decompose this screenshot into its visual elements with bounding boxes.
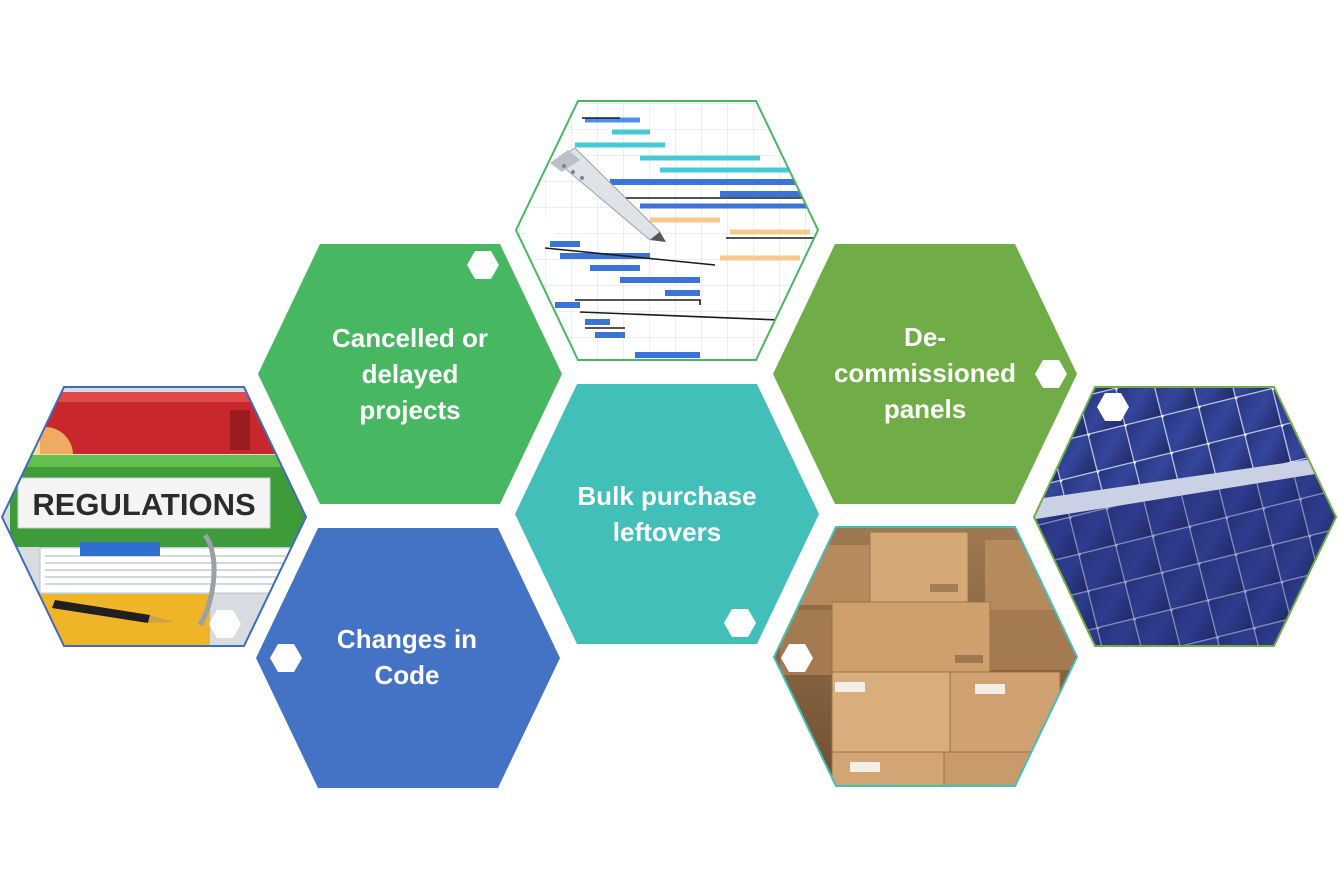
hexagon-changes-in-code: Changes in Code (256, 528, 560, 788)
cardboard-boxes-image (772, 526, 1079, 787)
hexagon-decommissioned-panels: De- commissioned panels (773, 244, 1077, 504)
connector-hexagon-5 (724, 609, 756, 637)
connector-hexagon-8 (781, 644, 813, 672)
regulations-label: REGULATIONS (32, 487, 255, 522)
regulations-binders-image: REGULATIONS (0, 386, 308, 647)
bulk-hexagon-shape (515, 384, 819, 644)
gantt-chart-image (514, 100, 820, 361)
gantt-image-border (514, 100, 820, 361)
bulk-label-line-1: Bulk purchase (577, 481, 756, 511)
connector-hexagons (209, 217, 1129, 672)
code-label-line-1: Changes in (337, 624, 477, 654)
connector-hexagon-6 (209, 610, 241, 638)
boxes-image-border (772, 526, 1079, 787)
cancelled-label-line-2: delayed (362, 359, 459, 389)
code-label-line-2: Code (375, 660, 440, 690)
regulations-image-border (0, 386, 308, 647)
connector-hexagon-4 (1097, 393, 1129, 421)
cancelled-hexagon-shape (258, 244, 562, 504)
connector-hexagon-3 (1035, 360, 1067, 388)
decommissioned-label-line-1: De- (904, 322, 946, 352)
connector-hexagon-7 (270, 644, 302, 672)
decommissioned-label-line-2: commissioned (834, 358, 1016, 388)
cancelled-label-line-3: projects (359, 395, 460, 425)
hexagon-bulk-purchase: Bulk purchase leftovers (515, 384, 819, 644)
decommissioned-hexagon-shape (773, 244, 1077, 504)
decommissioned-label-line-3: panels (884, 394, 966, 424)
solar-panels-image (1032, 386, 1338, 647)
connector-hexagon-1 (467, 251, 499, 279)
hexagon-cancelled-projects: Cancelled or delayed projects (258, 244, 562, 504)
bulk-label-line-2: leftovers (613, 517, 721, 547)
connector-hexagon-2 (524, 217, 556, 245)
cancelled-label-line-1: Cancelled or (332, 323, 488, 353)
solar-image-border (1032, 386, 1338, 647)
code-hexagon-shape (256, 528, 560, 788)
